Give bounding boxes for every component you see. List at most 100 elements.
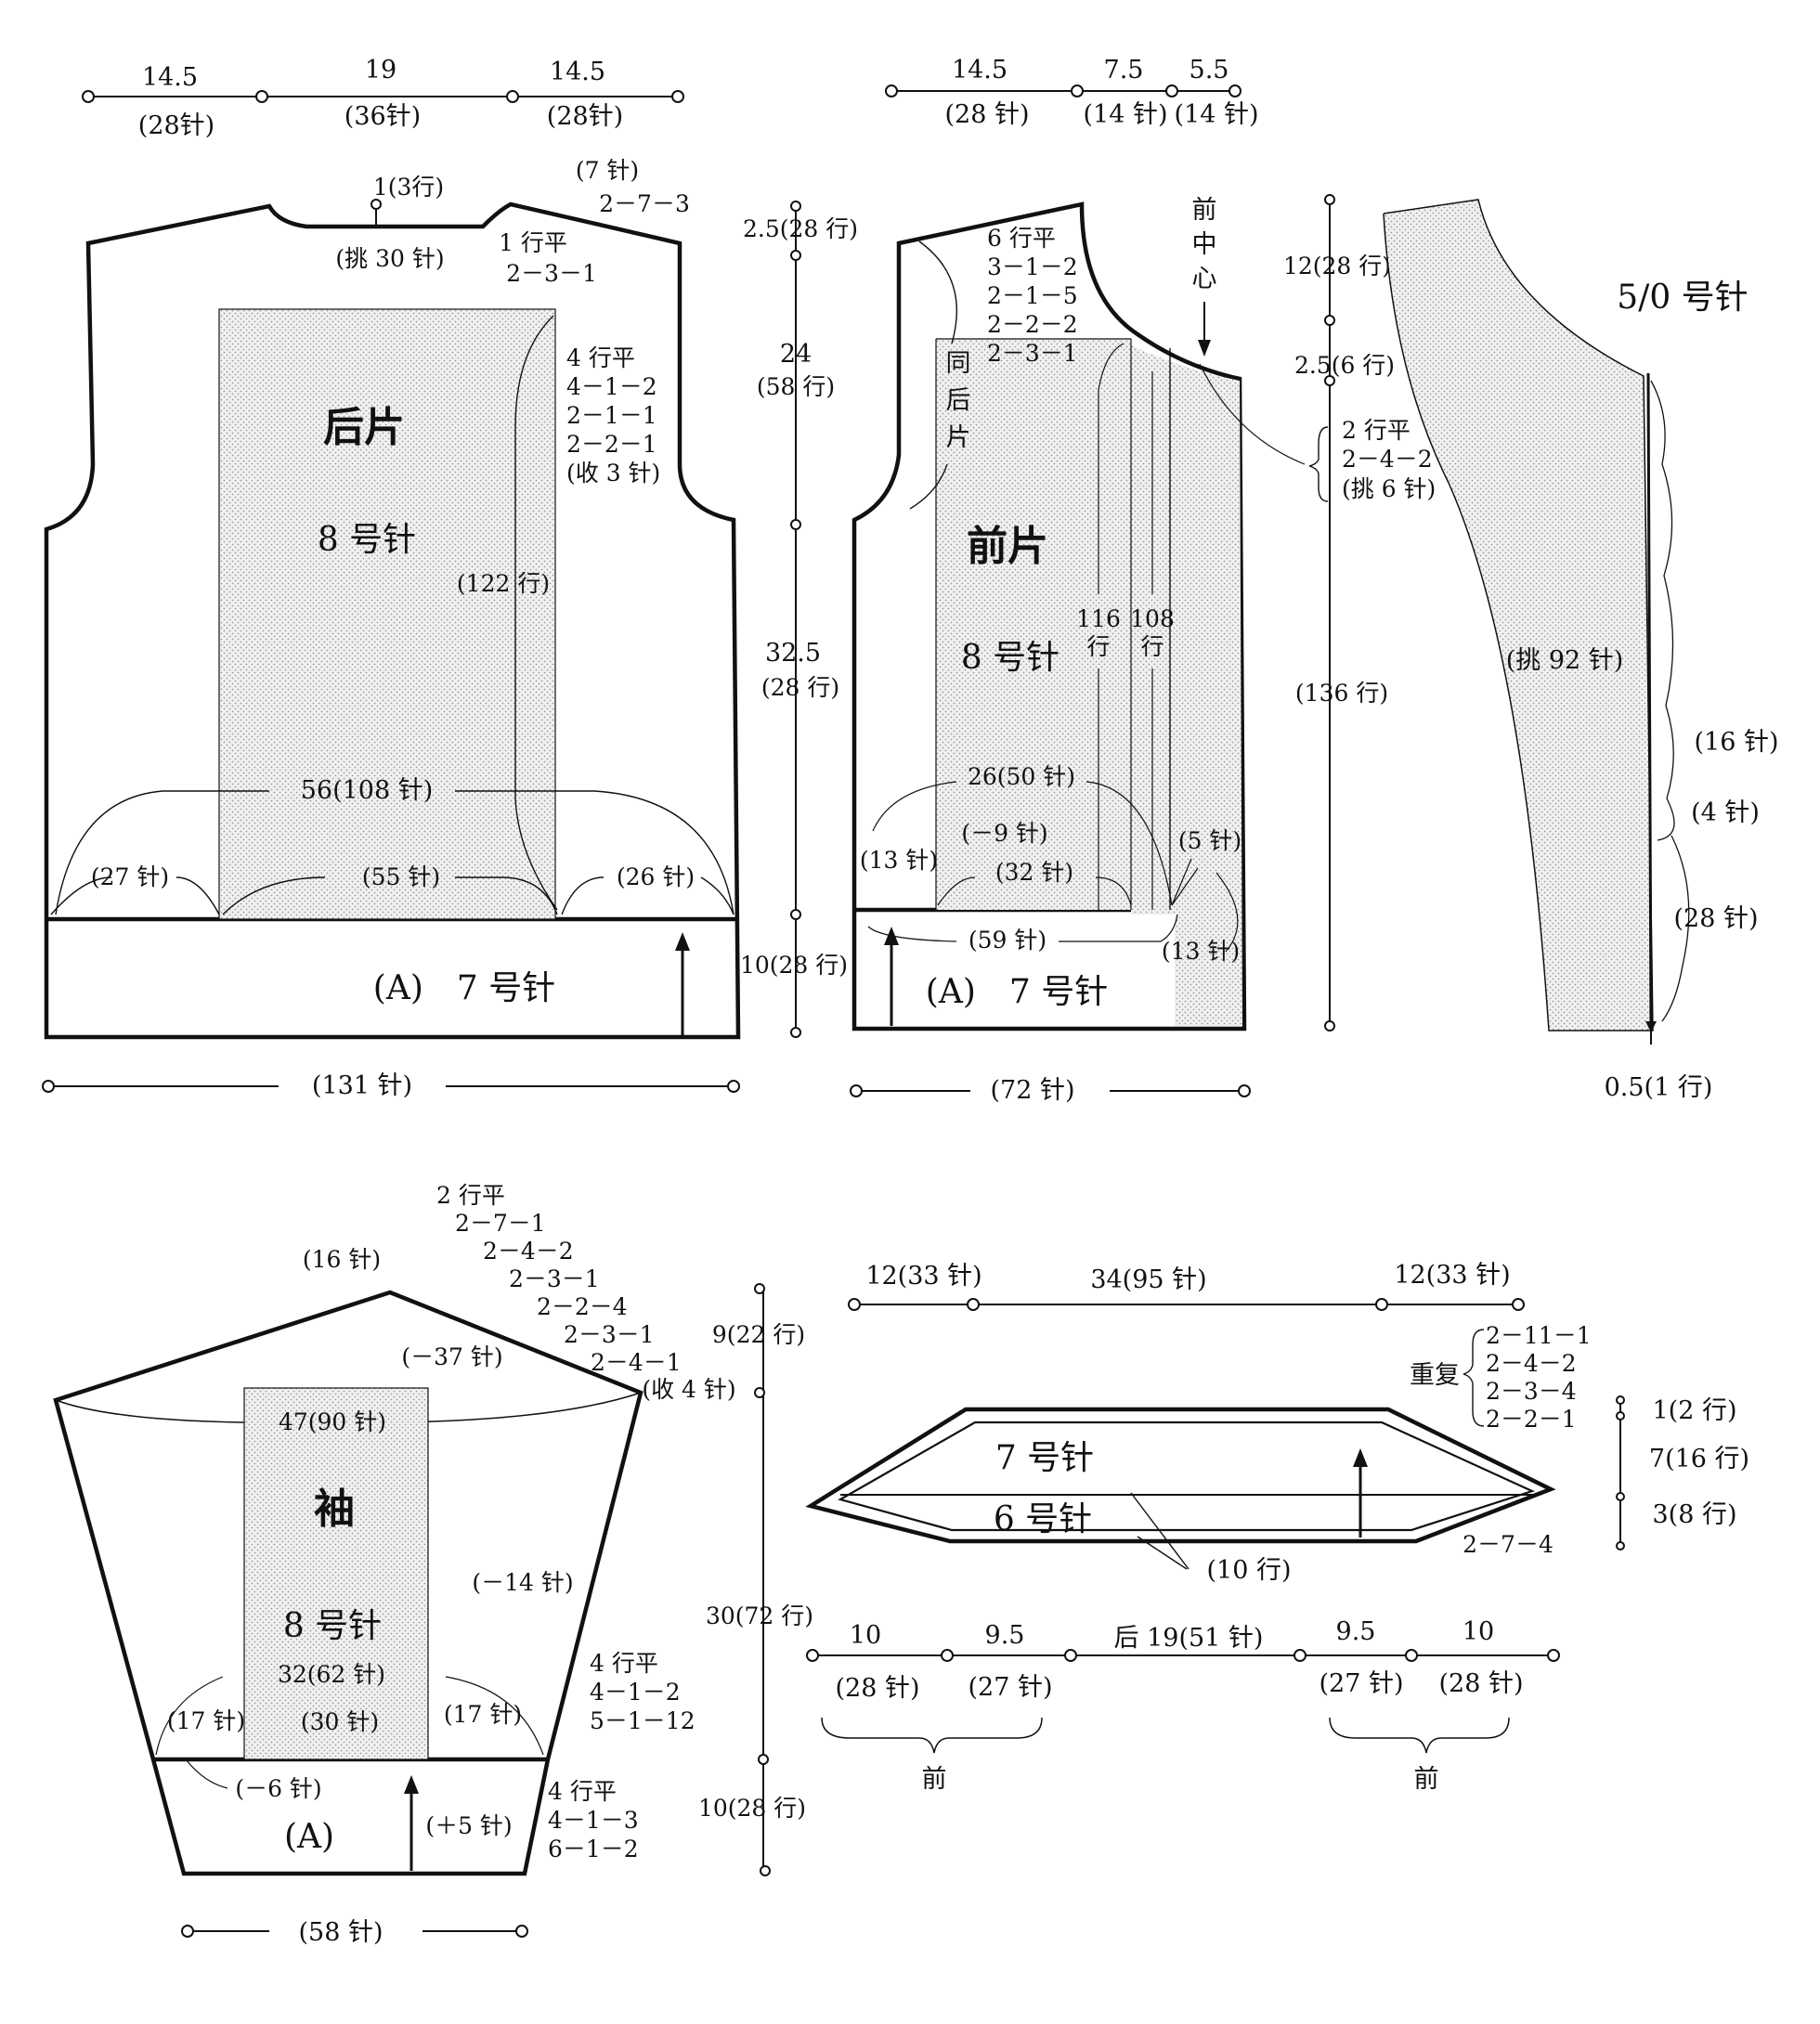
sleeve-sts-mid: (30 针) [301,1708,379,1735]
collar-pick-dim-4: 9.5 [1336,1617,1376,1646]
back-top-dim-1: 14.5 [142,63,198,92]
sleeve-cuff-dec: (－6 针) [235,1775,321,1802]
back-armhole-1: 4 行平 [566,344,635,371]
sleeve-cuff-label: (A) [284,1818,334,1856]
collar-repeat-3: 2－3－4 [1486,1378,1577,1405]
back-title: 后片 [323,404,405,451]
back-shoulder-shape-1: 2－7－3 [599,190,690,217]
height-armhole-b: (58 行) [757,373,835,400]
collar-height-1: 1(2 行) [1652,1396,1736,1425]
sleeve-cap-4: 2－3－1 [509,1265,600,1292]
front-top-sts-3: (14 针) [1174,100,1258,129]
front-neck-1: 6 行平 [987,225,1056,252]
collar-pick-dim-1: 10 [850,1621,881,1650]
sleeve-width-top: 47(90 针) [279,1408,386,1435]
sleeve-cuff-1: 4 行平 [548,1778,617,1805]
front-piece: 14.5 7.5 5.5 (28 针) (14 针) (14 针) 6 行平 3… [850,56,1259,1105]
front-same-1: 同 [946,349,971,378]
collar-repeat-1: 2－11－1 [1486,1322,1592,1349]
band-loop-c: (28 针) [1673,904,1758,933]
sleeve-sts-left: (17 针) [167,1707,245,1734]
height-armhole-a: 24 [780,340,812,369]
height-neck: 2.5(28 行) [743,215,858,242]
back-piece: 14.5 19 14.5 (28针) (36针) (28针) 1(3行) (挑 … [42,56,741,1100]
sleeve-needle: 8 号针 [283,1607,382,1645]
front-rows-b-unit: 行 [1140,633,1164,660]
height-band: 10(28 行) [740,952,848,979]
collar-corner: 2－7－4 [1462,1531,1554,1558]
band-mid-height: 2.5(6 行) [1294,352,1395,379]
back-armhole-5: (收 3 针) [566,460,660,487]
band-shape-1: 2 行平 [1342,417,1410,444]
sleeve-piece: (16 针) 2 行平 2－7－1 2－4－2 2－3－1 2－2－4 2－3－… [53,1182,813,1947]
front-band-side: (13 针) [1162,938,1240,965]
collar-height-3: 3(8 行) [1652,1500,1736,1529]
collar-top-dim-3: 12(33 针) [1394,1261,1510,1290]
band-loop-a: (16 针) [1694,728,1778,757]
collar-outline [805,1407,1556,1544]
sleeve-cap-height: 9(22 行) [712,1321,805,1348]
back-shaded-panel [219,309,555,919]
band-top-height: 12(28 行) [1283,253,1391,279]
back-needle: 8 号针 [318,521,416,559]
collar-repeat-2: 2－4－2 [1486,1350,1577,1377]
front-same-3: 片 [946,423,971,452]
front-bottom-sts: (72 针) [990,1076,1074,1105]
sleeve-cap-7: 2－4－1 [591,1349,682,1376]
back-band-label: (A) 7 号针 [373,969,555,1007]
back-rows-total: (122 行) [457,570,550,597]
sleeve-cuff-height: 10(28 行) [698,1795,806,1822]
sleeve-cap-3: 2－4－2 [483,1238,574,1265]
collar-pick-sts-1: (28 针) [835,1674,919,1703]
collar-front-right: 前 [1414,1765,1439,1794]
sleeve-side-dec: (－14 针) [472,1569,573,1596]
back-top-sts-2: (36针) [344,102,421,131]
collar-pick-dim-5: 10 [1462,1617,1494,1646]
back-shoulder-shape-2: 1 行平 [499,229,567,256]
back-armhole-3: 2－1－1 [566,402,657,429]
front-center-1: 前 [1192,196,1217,225]
collar-height-2: 7(16 行) [1649,1445,1749,1473]
back-shoulder-shape-3: 2－3－1 [506,260,597,287]
sleeve-cap-6: 2－3－1 [564,1321,655,1348]
sleeve-outline [53,1290,644,1876]
front-sts-left: (13 针) [860,847,938,874]
front-top-dim-2: 7.5 [1104,56,1144,84]
band-bottom: 0.5(1 行) [1605,1073,1713,1102]
front-band-label: (A) 7 号针 [926,973,1108,1011]
height-body-a: 32.5 [765,639,821,668]
front-neck-5: 2－3－1 [987,340,1078,367]
front-same-2: 后 [946,386,971,415]
front-top-dim-3: 5.5 [1190,56,1229,84]
front-sts-mid: (32 针) [995,859,1073,886]
collar-needle-a: 7 号针 [995,1439,1094,1477]
front-neck-3: 2－1－5 [987,282,1078,309]
collar-pick-sts-4: (28 针) [1438,1669,1523,1698]
band-shape-2: 2－4－2 [1342,446,1433,473]
back-sts-right: (26 针) [617,863,695,890]
collar-pick-sts-2: (27 针) [968,1673,1052,1702]
front-neck-4: 2－2－2 [987,311,1078,338]
sleeve-title: 袖 [314,1486,355,1533]
band-pickup: (挑 92 针) [1506,646,1624,675]
sleeve-cap-bind: (收 4 针) [642,1376,735,1403]
front-dec: (－9 针) [961,820,1047,847]
sleeve-cap-dec: (－37 针) [401,1343,502,1370]
back-outline [44,201,741,1040]
front-rows-a-unit: 行 [1086,633,1110,660]
collar-rows: (10 行) [1206,1556,1291,1585]
sleeve-bottom-sts: (58 针) [298,1918,383,1947]
sleeve-cuff-2: 4－1－3 [548,1807,639,1834]
collar-top-dim-1: 12(33 针) [865,1262,982,1291]
front-band-piece: 12(28 行) 2.5(6 行) (136 行) 5/0 号针 2 行平 2－… [1199,194,1779,1102]
sleeve-cap-1: 2 行平 [436,1182,505,1209]
front-top-dim-1: 14.5 [952,56,1008,84]
sleeve-shaded-panel [244,1388,428,1759]
back-top-dim-2: 19 [365,56,396,84]
front-rows-b-num: 108 [1130,605,1175,632]
collar-front-left: 前 [922,1765,947,1794]
height-body-b: (28 行) [761,674,839,701]
back-width-inner: 56(108 针) [301,776,434,805]
front-top-sts-2: (14 针) [1083,100,1167,129]
